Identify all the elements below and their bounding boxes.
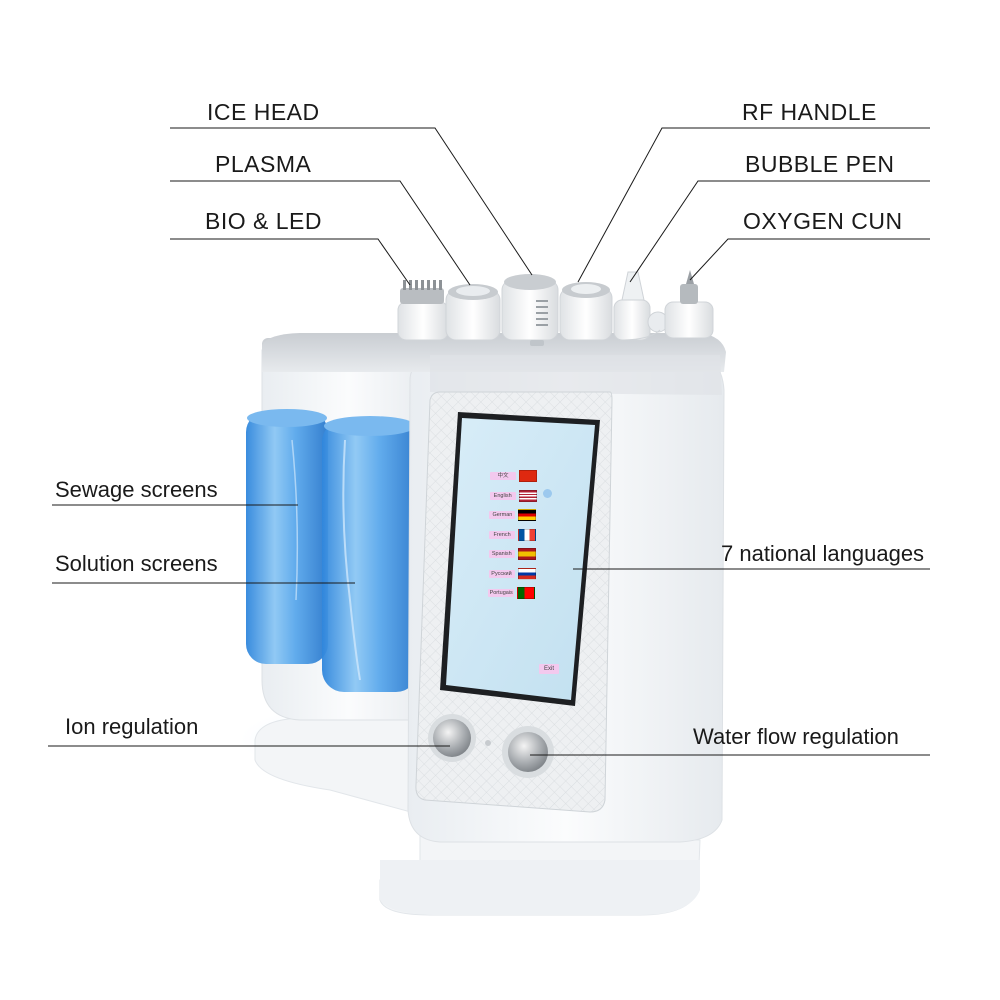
usa-flag-icon (518, 489, 537, 502)
bubble-pen-label: BUBBLE PEN (745, 151, 895, 177)
plasma-handle[interactable] (445, 284, 501, 341)
water-label: Water flow regulation (693, 724, 899, 749)
solution-tank (322, 420, 418, 692)
bubble-pen-leader (629, 180, 930, 283)
france-flag-icon (518, 528, 537, 541)
oxygen-handle[interactable] (664, 270, 714, 339)
ice-head-leader (170, 127, 533, 276)
bio-led-leader (170, 238, 411, 286)
exit-button[interactable]: Exit (539, 664, 559, 674)
language-label: 中文 (490, 472, 516, 480)
language-label: Spanish (488, 550, 515, 558)
language-label: Русский (488, 569, 515, 578)
oxygen-label: OXYGEN CUN (743, 208, 903, 234)
germany-flag-icon (518, 509, 537, 521)
ion-label: Ion regulation (65, 714, 199, 739)
language-option[interactable]: French (489, 528, 537, 541)
china-flag-icon (519, 470, 537, 482)
spain-flag-icon (517, 548, 536, 560)
water-knob[interactable] (508, 732, 548, 772)
plasma-label: PLASMA (215, 151, 312, 177)
ice-head-label: ICE HEAD (207, 99, 320, 125)
language-option[interactable]: English (489, 489, 537, 502)
rf-handle[interactable] (559, 282, 613, 341)
languages-label: 7 national languages (721, 541, 925, 566)
bio-led-label: BIO & LED (205, 208, 322, 234)
ice-head-handle[interactable] (501, 274, 559, 341)
rf-handle-label: RF HANDLE (742, 99, 877, 125)
language-option[interactable]: Русский (488, 567, 536, 580)
bubble-pen-handle[interactable] (613, 271, 669, 341)
portugal-flag-icon (517, 587, 536, 599)
ion-knob[interactable] (433, 719, 471, 757)
language-option[interactable]: Spanish (488, 548, 536, 560)
solution-label: Solution screens (55, 551, 218, 576)
bio-led-handle[interactable] (397, 280, 449, 341)
power-indicator (485, 740, 491, 746)
plasma-leader (170, 180, 471, 286)
language-option[interactable]: German (489, 509, 537, 521)
language-label: German (489, 511, 516, 519)
leader-lines (48, 127, 930, 756)
sewage-label: Sewage screens (55, 477, 218, 502)
language-selected-dot (543, 489, 552, 498)
base-foot (380, 860, 700, 915)
language-option[interactable]: Portugais (488, 587, 536, 599)
russia-flag-icon (517, 567, 536, 580)
language-label: Portugais (488, 589, 515, 597)
rf-handle-leader (577, 127, 930, 283)
oxygen-leader (689, 238, 930, 281)
language-option[interactable]: 中文 (490, 470, 537, 482)
language-label: French (489, 530, 516, 539)
sewage-tank (246, 412, 328, 664)
language-label: English (489, 491, 516, 500)
